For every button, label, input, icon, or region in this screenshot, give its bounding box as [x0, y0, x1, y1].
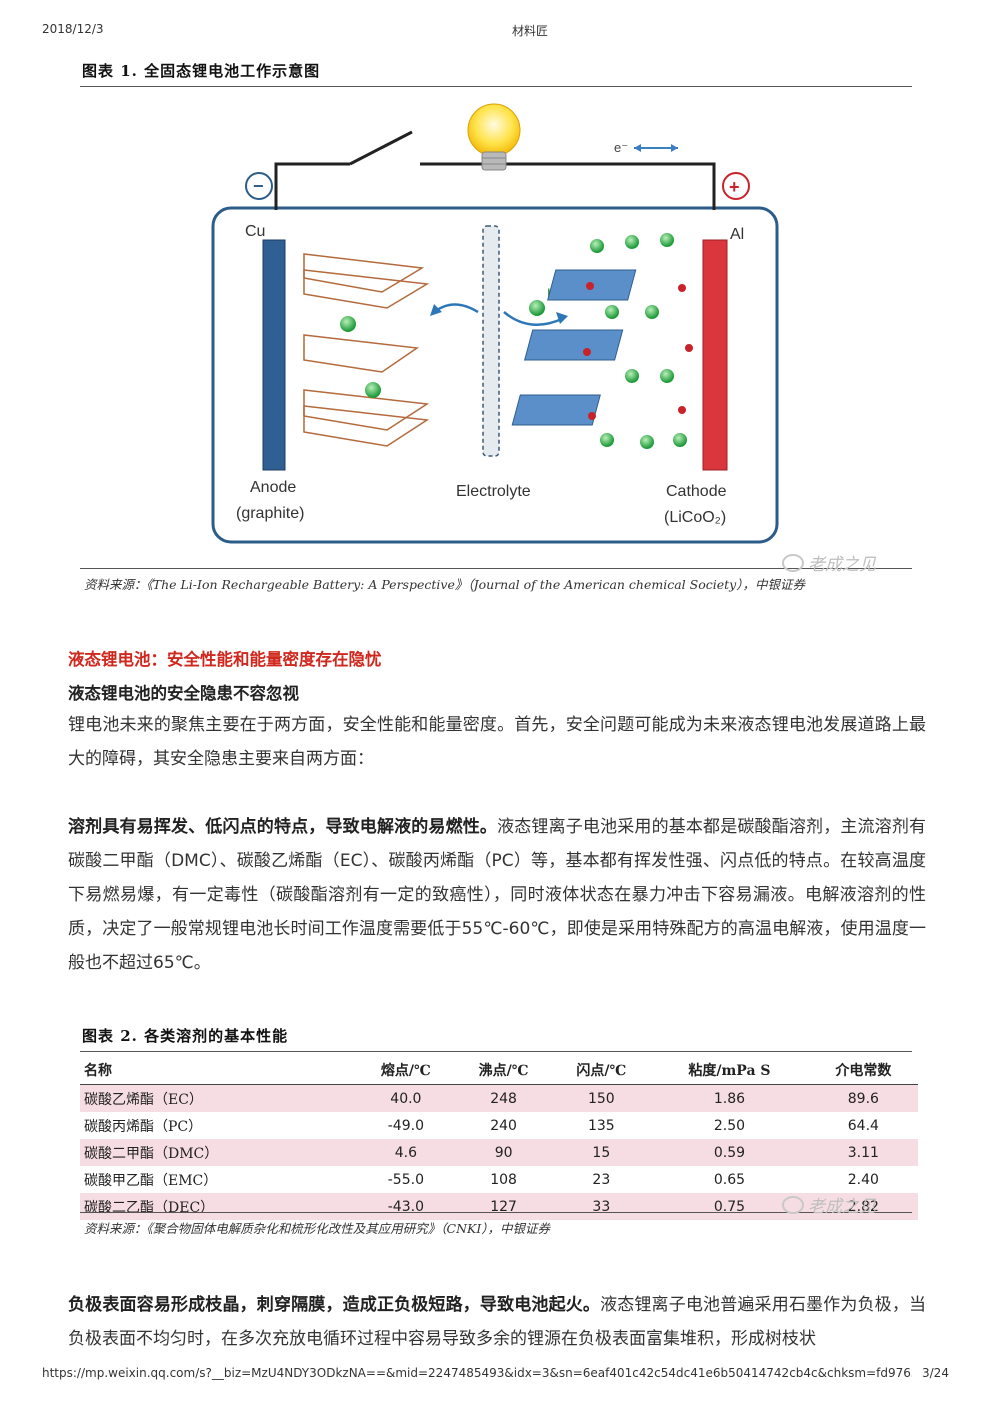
anode-sub-label: (graphite): [236, 505, 304, 522]
li-ion-ball: [365, 382, 381, 398]
table-cell: 108: [490, 1171, 517, 1188]
light-bulb-icon: [467, 103, 521, 171]
table-cell: 33: [552, 1193, 651, 1220]
electrolyte-label: Electrolyte: [456, 483, 531, 500]
col-header-name: 名称: [80, 1056, 357, 1085]
table-cell: 碳酸二乙酯（DEC）: [80, 1193, 357, 1220]
table-cell: 2.40: [847, 1171, 879, 1188]
table-cell: 40.0: [357, 1084, 455, 1112]
table-cell: 3.11: [808, 1139, 918, 1166]
licoo2-crystal: [511, 233, 693, 449]
al-label: Al: [730, 226, 744, 243]
electron-label: e⁻: [614, 140, 628, 155]
col-header-viscosity: 粘度/mPa S: [650, 1056, 809, 1085]
li-arrow-right: [503, 311, 565, 326]
wire-right: [420, 162, 716, 210]
negative-terminal-icon: −: [245, 172, 273, 200]
table-cell: -49.0: [387, 1117, 424, 1134]
table-row: 碳酸二甲酯（DMC） 4.6 90 15 0.59 3.11: [80, 1139, 918, 1166]
paragraph-dendrite-body: 液态锂离子电池普遍采用石墨作为负极，当负极表面不均匀时，在多次充放电循环过程中容…: [68, 1295, 927, 1349]
paragraph-solvent-lead: 溶剂具有易挥发、低闪点的特点，导致电解液的易燃性。: [68, 817, 498, 837]
table-cell: 2.82: [808, 1193, 918, 1220]
table-cell: 碳酸二甲酯（DMC）: [80, 1139, 357, 1166]
cathode-plate: [702, 239, 728, 471]
table-cell: 248: [454, 1084, 553, 1112]
table-cell: 90: [454, 1139, 553, 1166]
table2-title: 图表 2. 各类溶剂的基本性能: [82, 1027, 289, 1045]
wire-left: [274, 162, 350, 210]
watermark-figure1: 老成之见: [782, 550, 876, 575]
li-ion-ball: [340, 316, 356, 332]
cu-label: Cu: [245, 223, 265, 240]
battery-diagram: e⁻ − + Cu Al Li⁺: [211, 103, 779, 544]
page-url: https://mp.weixin.qq.com/s?__biz=MzU4NDY…: [42, 1366, 912, 1380]
table-cell: 15: [552, 1139, 651, 1166]
paragraph-solvent: 溶剂具有易挥发、低闪点的特点，导致电解液的易燃性。液态锂离子电池采用的基本都是碳…: [68, 810, 926, 980]
table2-source: 资料来源：《聚合物固体电解质杂化和梳形化改性及其应用研究》（CNKI），中银证券: [84, 1221, 551, 1236]
paragraph-intro: 锂电池未来的聚焦主要在于两方面，安全性能和能量密度。首先，安全问题可能成为未来液…: [68, 715, 926, 769]
table-cell: 89.6: [808, 1084, 918, 1112]
paragraph-solvent-body: 液态锂离子电池采用的基本都是碳酸酯溶剂，主流溶剂有碳酸二甲酯（DMC）、碳酸乙烯…: [68, 817, 927, 973]
table-cell: 4.6: [357, 1139, 455, 1166]
table-cell: 0.59: [650, 1139, 809, 1166]
graphite-layers: [303, 253, 430, 447]
page-header-title: 材料匠: [512, 24, 549, 38]
figure1-title: 图表 1. 全固态锂电池工作示意图: [82, 62, 321, 80]
table-cell: 135: [587, 1117, 615, 1134]
page-number: 3/24: [922, 1366, 949, 1380]
table-cell: 碳酸甲乙酯（EMC）: [84, 1172, 218, 1189]
print-date: 2018/12/3: [42, 22, 104, 36]
table-cell: 1.86: [650, 1084, 809, 1112]
col-header-dielectric: 介电常数: [808, 1056, 918, 1085]
table-cell: 2.50: [713, 1117, 746, 1134]
table-row: 碳酸乙烯酯（EC） 40.0 248 150 1.86 89.6: [80, 1084, 918, 1112]
figure1-source: 资料来源：《The Li-Ion Rechargeable Battery: A…: [84, 577, 805, 592]
switch-lever: [349, 130, 413, 166]
li-ion-ball: [529, 300, 545, 316]
table2-top-rule: [80, 1051, 912, 1052]
wechat-icon: [782, 1195, 804, 1214]
table-header-row: 名称 熔点/℃ 沸点/℃ 闪点/℃ 粘度/mPa S 介电常数: [80, 1056, 918, 1085]
table-cell: 240: [490, 1117, 517, 1134]
table-row: 碳酸丙烯酯（PC） -49.0 240 135 2.50 64.4: [80, 1112, 918, 1139]
svg-text:−: −: [253, 176, 264, 196]
cathode-sub-label: (LiCoO₂): [664, 509, 726, 526]
figure1-bottom-rule: [80, 568, 912, 569]
table-cell: -43.0: [357, 1193, 455, 1220]
col-header-boiling-point: 沸点/℃: [454, 1056, 553, 1085]
paragraph-dendrite-lead: 负极表面容易形成枝晶，刺穿隔膜，造成正负极短路，导致电池起火。: [68, 1295, 601, 1315]
table-cell: 碳酸乙烯酯（EC）: [80, 1084, 357, 1112]
wechat-icon: [782, 553, 804, 572]
cathode-label: Cathode: [666, 483, 727, 500]
figure1-top-rule: [80, 86, 912, 87]
table-cell: 23: [592, 1171, 611, 1188]
anode-plate: [262, 239, 286, 471]
table-cell: 150: [552, 1084, 651, 1112]
positive-terminal-icon: +: [722, 172, 750, 200]
paragraph-dendrite: 负极表面容易形成枝晶，刺穿隔膜，造成正负极短路，导致电池起火。液态锂离子电池普遍…: [68, 1288, 926, 1356]
table-cell: 127: [454, 1193, 553, 1220]
section-heading: 液态锂电池：安全性能和能量密度存在隐忧: [68, 650, 382, 669]
table-cell: 碳酸丙烯酯（PC）: [84, 1118, 203, 1135]
section-subheading: 液态锂电池的安全隐患不容忽视: [68, 684, 299, 703]
col-header-flash-point: 闪点/℃: [552, 1056, 651, 1085]
watermark-table2: 老成之见: [782, 1192, 876, 1217]
table2-bottom-rule: [80, 1212, 912, 1213]
separator: [482, 225, 500, 457]
table-cell: 0.65: [713, 1171, 746, 1188]
svg-text:+: +: [729, 177, 740, 197]
anode-label: Anode: [250, 479, 296, 496]
col-header-melting-point: 熔点/℃: [357, 1056, 455, 1085]
table-cell: 64.4: [847, 1117, 879, 1134]
solvent-properties-table: 名称 熔点/℃ 沸点/℃ 闪点/℃ 粘度/mPa S 介电常数 碳酸乙烯酯（EC…: [80, 1056, 918, 1220]
table-row: 碳酸甲乙酯（EMC） -55.0 108 23 0.65 2.40: [80, 1166, 918, 1193]
table-cell: -55.0: [387, 1171, 424, 1188]
